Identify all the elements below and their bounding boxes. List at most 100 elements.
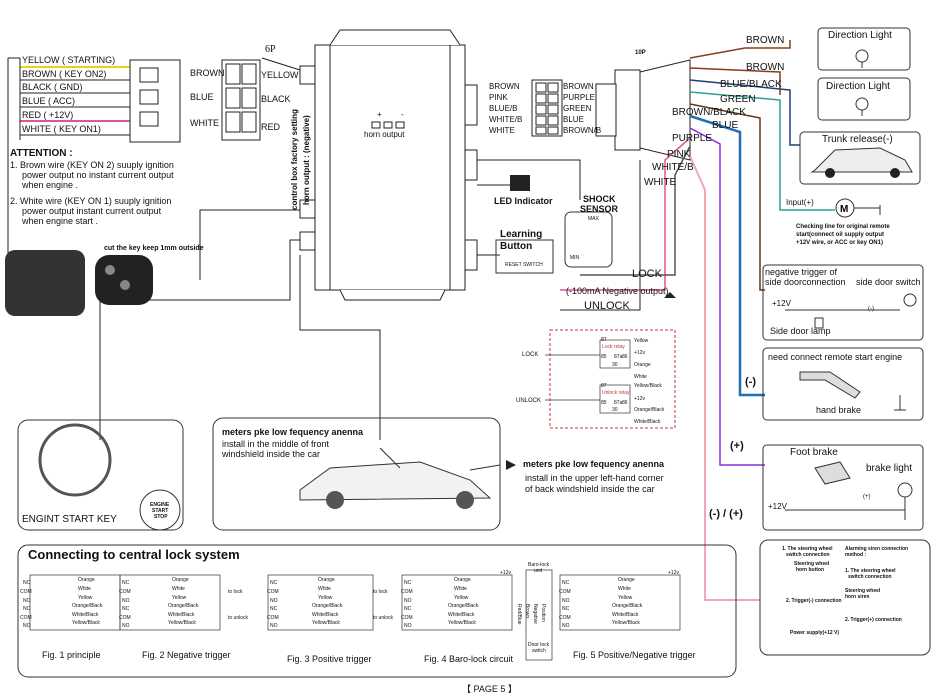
door-switch-1: Door lock [528, 642, 550, 648]
horn-button-a: Steering wheel [794, 561, 830, 567]
c6p-right-1: BLACK [261, 94, 291, 104]
relay-pin-85: 85 [601, 354, 607, 360]
baro-col-0: Red/Blue [516, 604, 522, 625]
neg-symbol: (-) [745, 376, 756, 388]
checking-1: Checking line for original remote [796, 224, 890, 230]
f1-wire-4: White/Black [72, 612, 99, 618]
f3-to-lock: to lock [373, 589, 388, 595]
f3-pin-4: COM [267, 615, 279, 621]
caption-fig4: Fig. 4 Baro-lock circuit [424, 654, 514, 664]
c10s-left-1: PINK [489, 93, 508, 102]
relay-pin-30-b: 30 [612, 407, 618, 413]
f4-pin-3: NC [404, 606, 412, 612]
page-number: 【 PAGE 5 】 [462, 684, 517, 694]
f4-wire-2: Yellow [454, 595, 469, 601]
f5-pin-0: NC [562, 580, 570, 586]
c10s-right-2: GREEN [563, 104, 592, 113]
attention-1c: when engine . [22, 180, 79, 190]
caption-fig3: Fig. 3 Positive trigger [287, 654, 372, 664]
attention-1b: power output no instant current output [22, 170, 174, 180]
relay-yellow-black: Yellow/Black [634, 383, 662, 389]
f2-wire-4: White/Black [168, 612, 195, 618]
horn-minus: - [401, 110, 404, 119]
horn-output-label: horn output [364, 130, 405, 139]
c10s-left-4: WHITE [489, 126, 515, 135]
f4-pin-4: COM [401, 615, 413, 621]
attention-title: ATTENTION : [10, 148, 73, 159]
w10-1: BROWN [746, 62, 785, 73]
hand-brake-label: hand brake [816, 405, 862, 415]
f4-pin-1: COM [401, 589, 413, 595]
f2-to-lock: to lock [228, 589, 243, 595]
checking-3: +12V wire, or ACC or key ON1) [796, 240, 883, 246]
siren-horn-b: horn siren [845, 594, 870, 600]
key-note: cut the key keep 1mm outside [104, 245, 204, 252]
c6p-right-2: RED [261, 122, 281, 132]
baro-col-1: Brown [524, 604, 530, 619]
f5-pin-4: COM [559, 615, 571, 621]
wire-label-red: RED ( +12V) [22, 110, 74, 120]
neg-trigger-1: negative trigger of [765, 267, 838, 277]
f2-pin-2: NO [122, 598, 130, 604]
f1-pin-0: NC [23, 580, 31, 586]
c10s-right-4: BROWN/B [563, 126, 602, 135]
c10s-left-0: BROWN [489, 82, 520, 91]
w10-3: GREEN [720, 94, 756, 105]
f4-wire-1: White [454, 586, 467, 592]
f4-wire-4: White/Black [448, 612, 475, 618]
relay-plus12-a: +12v [634, 350, 645, 356]
relay-pin-87-b: 87 [601, 383, 607, 389]
f1-wire-3: Orange/Black [72, 603, 103, 609]
neg-trigger-2: side doorconnection [765, 277, 846, 287]
side-door-minus: (-) [868, 306, 874, 312]
antenna1-title: meters pke low fequency anenna [222, 427, 364, 437]
relay-pin-87a: 87a [614, 354, 623, 360]
c10s-left-2: BLUE/B [489, 104, 518, 113]
relay-pin-87a-b: 87a [614, 400, 623, 406]
connector-6p-label: 6P [265, 44, 276, 55]
attention-1a: 1. Brown wire (KEY ON 2) suuply ignition [10, 160, 174, 170]
w10-0: BROWN [746, 35, 785, 46]
caption-fig1: Fig. 1 principle [42, 650, 101, 660]
need-remote-label: need connect remote start engine [768, 352, 903, 362]
unlock-label: UNLOCK [584, 300, 630, 312]
door-switch-2: switch [532, 648, 546, 654]
f2-pin-1: COM [119, 589, 131, 595]
start-btn-2: START [152, 508, 169, 514]
relay-white: White [634, 374, 647, 380]
trunk-release-label: Trunk release(-) [822, 134, 893, 145]
foot-plus: (+) [863, 494, 871, 500]
trigger-pos-label: 2. Trigger(+) connection [845, 617, 902, 623]
baro-col-2: Negative [532, 604, 538, 624]
f3-wire-5: Yellow/Black [312, 620, 340, 626]
f5-pin-1: COM [559, 589, 571, 595]
side-door-switch-label: side door switch [856, 277, 921, 287]
c6p-right-0: YELLOW [261, 70, 299, 80]
antenna2-text-2: of back windshield inside the car [525, 484, 655, 494]
f1-pin-4: COM [20, 615, 32, 621]
f2-wire-5: Yellow/Black [168, 620, 196, 626]
relay-plus12-b: +12v [634, 396, 645, 402]
f1-wire-5: Yellow/Black [72, 620, 100, 626]
f2-wire-2: Yellow [172, 595, 187, 601]
svg-text:M: M [840, 204, 848, 215]
baro-col-3: Position [540, 604, 546, 622]
f2-wire-1: White [172, 586, 185, 592]
power-supply-label: Power supply(+12 V) [790, 630, 840, 636]
w10-8: WHITE/B [652, 162, 694, 173]
f4-wire-5: Yellow/Black [448, 620, 476, 626]
f5-wire-3: Orange/Black [612, 603, 643, 609]
c10s-right-3: BLUE [563, 115, 584, 124]
f1-pin-1: COM [20, 589, 32, 595]
w10-7: PINK [667, 149, 691, 160]
f1-wire-1: White [78, 586, 91, 592]
f5-pin-2: NO [562, 598, 570, 604]
neg-pos-label: (-) / (+) [709, 508, 743, 520]
siren-horn-a: Steering wheel [845, 588, 881, 594]
f4-plus12: +12v [500, 570, 511, 576]
relay-unlock-text: UNLOCK [516, 398, 542, 404]
steer-title2-a: Alarming siren connection [845, 546, 909, 552]
start-btn-3: STOP [154, 514, 168, 520]
trigger-neg-label: 2. Trigger(-) connection [786, 598, 842, 604]
